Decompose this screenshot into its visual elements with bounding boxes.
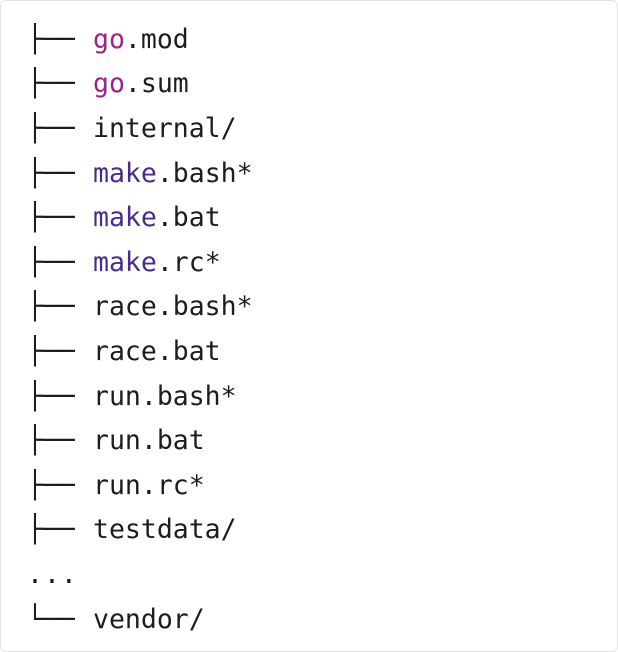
- tree-entry-prefix: make: [93, 202, 157, 234]
- tree-entry-suffix: run.bash*: [93, 380, 237, 412]
- tree-ellipsis-row: ...: [27, 552, 253, 597]
- tree-row[interactable]: ├── make.bat: [27, 195, 253, 240]
- tree-row[interactable]: ├── run.rc*: [27, 463, 253, 508]
- tree-entry-name: go.mod: [93, 24, 189, 55]
- tree-entry-prefix: go: [93, 68, 125, 100]
- tree-entry-suffix: internal/: [93, 112, 237, 144]
- tree-entry-name: make.bash*: [93, 158, 253, 189]
- tree-entry-suffix: run.bat: [93, 425, 205, 457]
- tree-entry-name: run.rc*: [93, 470, 205, 501]
- tree-entry-prefix: go: [93, 23, 125, 55]
- tree-entry-suffix: vendor/: [93, 603, 205, 635]
- tree-entry-name: race.bash*: [93, 291, 253, 322]
- tree-branch-glyph: ├──: [27, 469, 75, 501]
- tree-row[interactable]: ├── make.bash*: [27, 151, 253, 196]
- tree-row[interactable]: └── vendor/: [27, 597, 253, 642]
- tree-entry-name: run.bat: [93, 425, 205, 456]
- tree-entry-suffix: .bash*: [156, 157, 253, 189]
- tree-row[interactable]: ├── testdata/: [27, 508, 253, 553]
- tree-row[interactable]: ├── run.bash*: [27, 374, 253, 419]
- file-tree: ├──go.mod├──go.sum├──internal/├──make.ba…: [27, 17, 253, 641]
- tree-entry-prefix: make: [93, 246, 157, 278]
- tree-entry-name: go.sum: [93, 68, 189, 99]
- tree-branch-glyph: ├──: [27, 157, 75, 189]
- tree-row[interactable]: ├── run.bat: [27, 418, 253, 463]
- tree-entry-name: internal/: [93, 113, 237, 144]
- tree-branch-glyph: ├──: [27, 425, 75, 457]
- tree-entry-suffix: ...: [27, 558, 78, 590]
- tree-entry-suffix: testdata/: [93, 514, 237, 546]
- tree-row[interactable]: ├── make.rc*: [27, 240, 253, 285]
- tree-entry-name: race.bat: [93, 336, 221, 367]
- tree-branch-glyph: ├──: [27, 112, 75, 144]
- tree-entry-prefix: make: [93, 157, 157, 189]
- tree-ellipsis: ...: [27, 559, 78, 590]
- tree-row[interactable]: ├── go.mod: [27, 17, 253, 62]
- tree-row[interactable]: ├── race.bash*: [27, 285, 253, 330]
- tree-row[interactable]: ├── race.bat: [27, 329, 253, 374]
- tree-entry-name: vendor/: [93, 604, 205, 635]
- tree-entry-suffix: run.rc*: [93, 469, 205, 501]
- tree-entry-suffix: .rc*: [156, 246, 221, 278]
- tree-entry-suffix: race.bash*: [93, 291, 253, 323]
- tree-entry-suffix: .mod: [124, 23, 189, 55]
- tree-entry-name: make.bat: [93, 202, 221, 233]
- tree-entry-name: testdata/: [93, 514, 237, 545]
- tree-branch-glyph: ├──: [27, 246, 75, 278]
- tree-branch-glyph: └──: [27, 603, 75, 635]
- tree-branch-glyph: ├──: [27, 68, 75, 100]
- tree-branch-glyph: ├──: [27, 291, 75, 323]
- tree-entry-suffix: .bat: [156, 202, 221, 234]
- tree-entry-suffix: .sum: [124, 68, 189, 100]
- tree-branch-glyph: ├──: [27, 514, 75, 546]
- tree-branch-glyph: ├──: [27, 380, 75, 412]
- tree-branch-glyph: ├──: [27, 335, 75, 367]
- tree-row[interactable]: ├── internal/: [27, 106, 253, 151]
- tree-entry-name: run.bash*: [93, 381, 237, 412]
- tree-entry-suffix: race.bat: [93, 335, 221, 367]
- tree-row[interactable]: ├── go.sum: [27, 62, 253, 107]
- tree-branch-glyph: ├──: [27, 23, 75, 55]
- tree-entry-name: make.rc*: [93, 247, 221, 278]
- tree-branch-glyph: ├──: [27, 202, 75, 234]
